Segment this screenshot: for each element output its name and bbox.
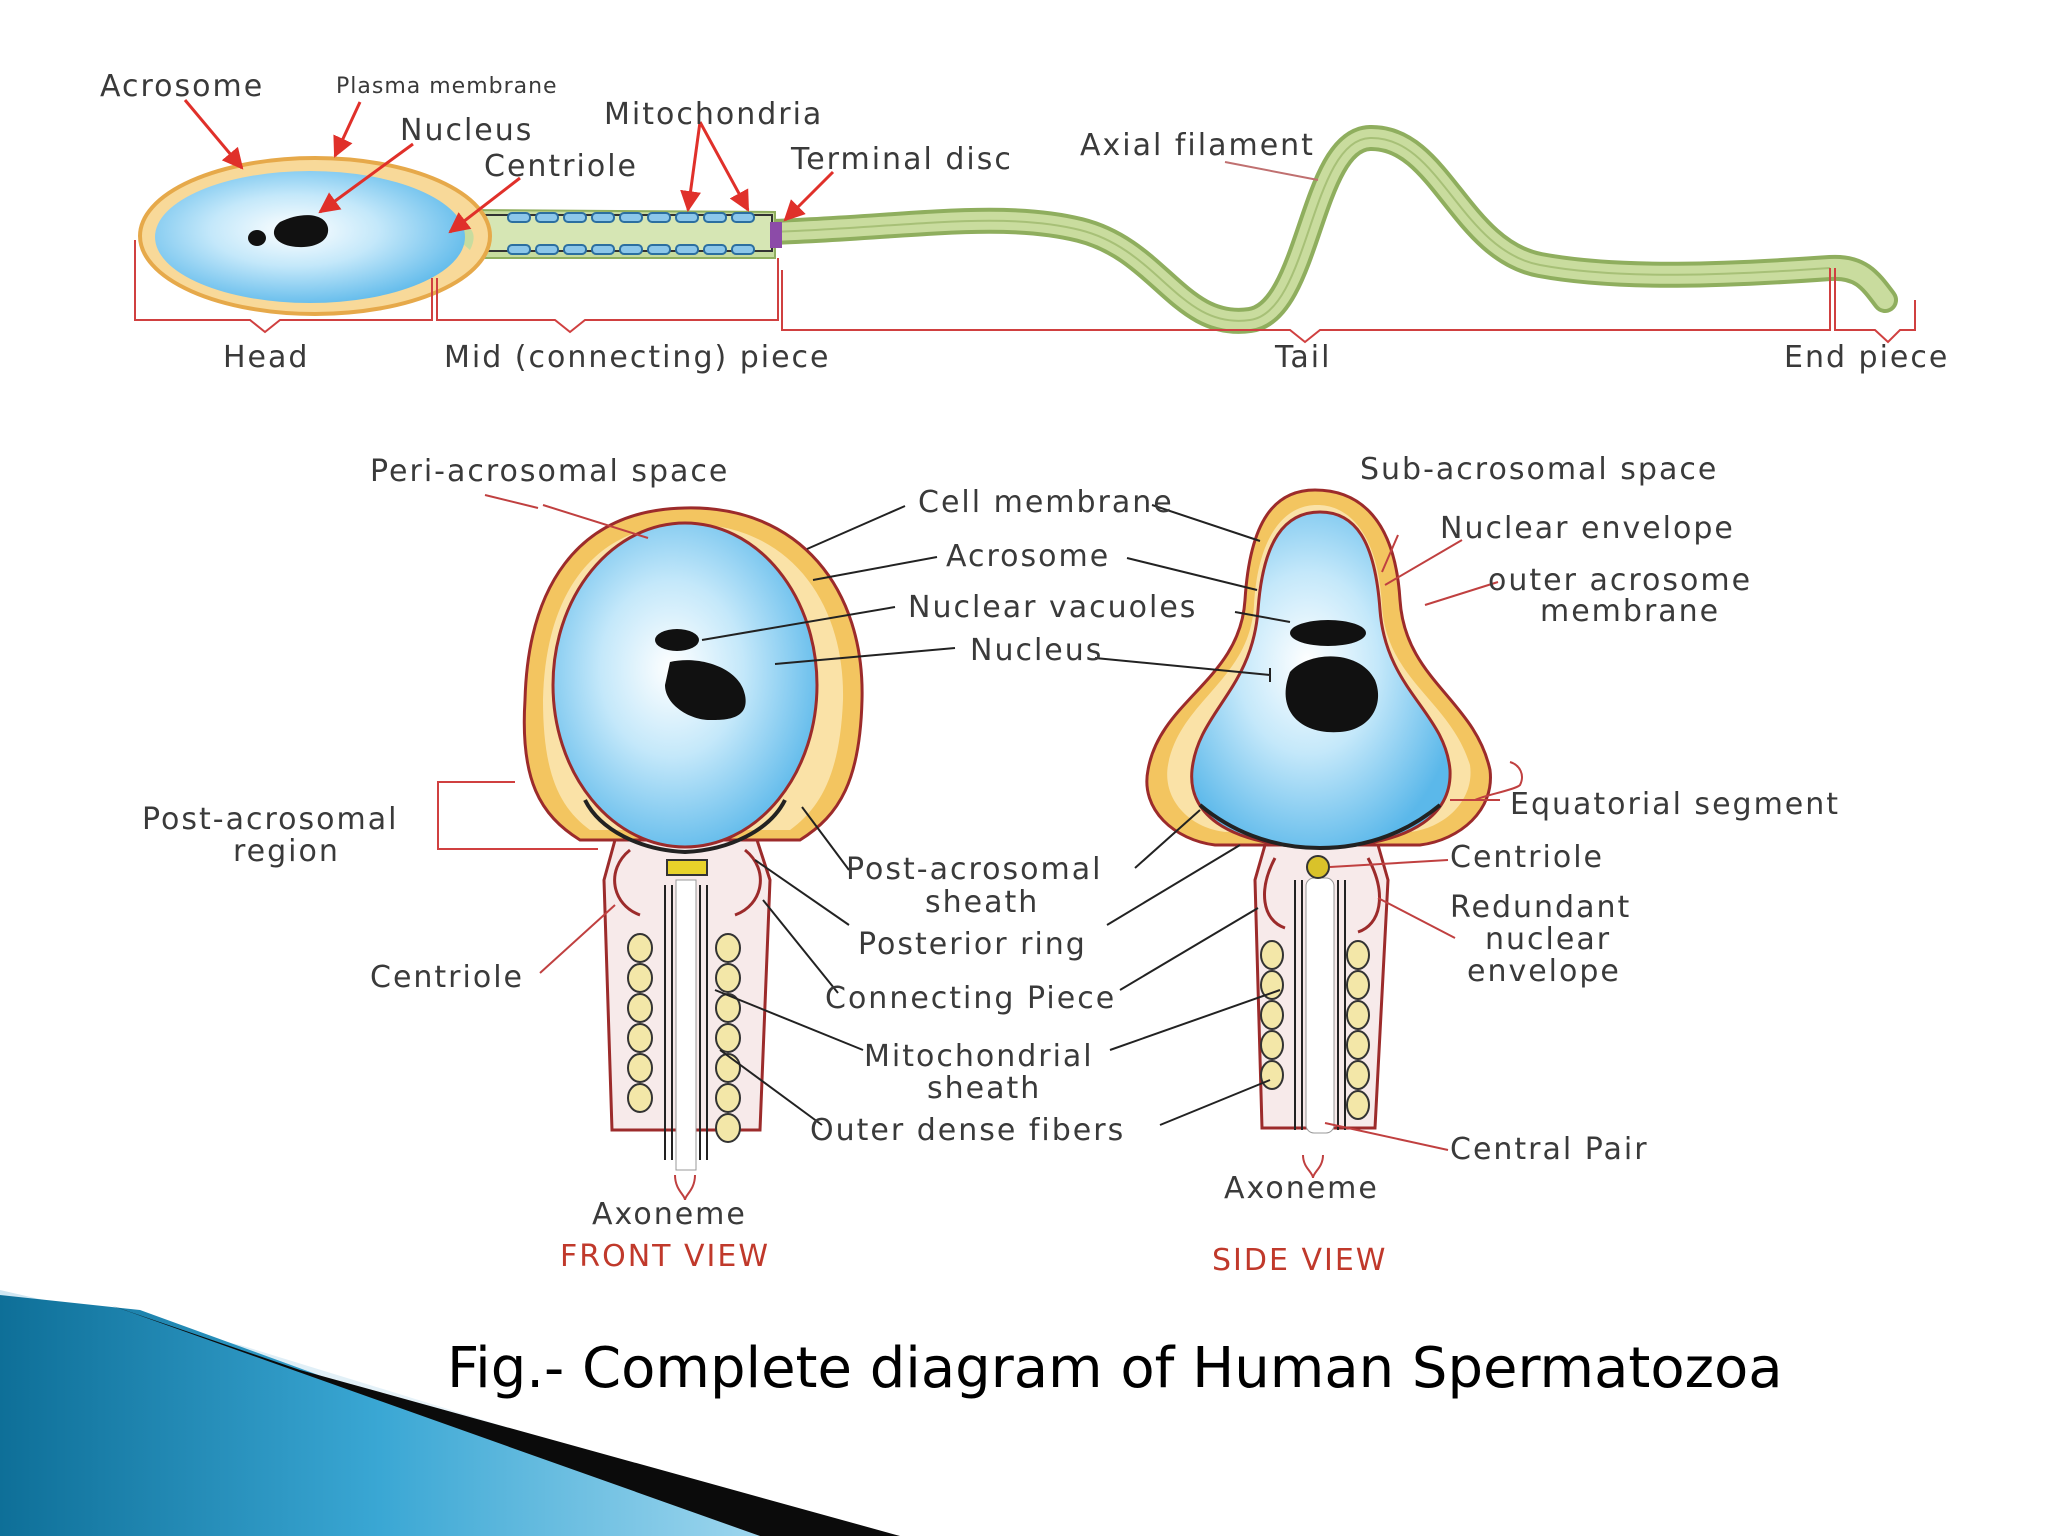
label-central-pair: Central Pair [1450, 1132, 1649, 1167]
side-mitochondria [1260, 940, 1370, 1120]
label-nucleus: Nucleus [400, 113, 534, 148]
label-mitochondrial-sheath-2: sheath [927, 1071, 1042, 1106]
tail-bracket [781, 268, 1831, 344]
label-acrosome-mid: Acrosome [946, 539, 1111, 574]
label-mitochondria: Mitochondria [604, 97, 824, 132]
label-front-view: FRONT VIEW [560, 1239, 771, 1274]
label-axial-filament: Axial filament [1080, 128, 1315, 163]
front-view [437, 494, 864, 1201]
label-post-acrosomal-sheath-1: Post-acrosomal [846, 852, 1103, 887]
label-peri-acrosomal-space: Peri-acrosomal space [370, 454, 730, 489]
label-redundant-2: nuclear [1485, 922, 1612, 957]
label-plasma-membrane: Plasma membrane [336, 74, 558, 99]
top-sperm [134, 99, 1916, 344]
label-post-acrosomal-region-1: Post-acrosomal [142, 802, 399, 837]
label-side-view: SIDE VIEW [1212, 1243, 1388, 1278]
label-front-axoneme: Axoneme [592, 1197, 747, 1232]
label-nuclear-vacuoles: Nuclear vacuoles [908, 590, 1198, 625]
label-outer-dense-fibers: Outer dense fibers [810, 1113, 1126, 1148]
side-view [1145, 488, 1523, 1179]
front-vacuole [655, 629, 699, 651]
head-chromatin [273, 215, 329, 248]
label-terminal-disc: Terminal disc [791, 142, 1013, 177]
terminal-disc-block [770, 222, 782, 248]
label-outer-acrosome-membrane-2: membrane [1540, 594, 1721, 629]
label-post-acrosomal-region-2: region [233, 834, 340, 869]
side-centriole [1306, 855, 1330, 879]
label-tail: Tail [1275, 340, 1332, 375]
label-acrosome: Acrosome [100, 69, 265, 104]
label-head: Head [223, 340, 310, 375]
label-side-centriole: Centriole [1450, 840, 1604, 875]
label-end-piece: End piece [1784, 340, 1950, 375]
mid-bracket [436, 258, 779, 334]
front-centriole [666, 859, 708, 876]
decorative-ribbon [0, 1290, 900, 1536]
label-side-axoneme: Axoneme [1224, 1171, 1379, 1206]
figure-caption: Fig.- Complete diagram of Human Spermato… [447, 1336, 1783, 1401]
label-outer-acrosome-membrane-1: outer acrosome [1488, 563, 1753, 598]
label-posterior-ring: Posterior ring [858, 927, 1087, 962]
label-sub-acrosomal-space: Sub-acrosomal space [1360, 452, 1719, 487]
side-vacuole [1290, 620, 1366, 646]
label-front-centriole: Centriole [370, 960, 524, 995]
head-bracket [134, 240, 433, 334]
label-centriole: Centriole [484, 149, 638, 184]
label-equatorial-segment: Equatorial segment [1510, 787, 1841, 822]
label-nuclear-envelope: Nuclear envelope [1440, 511, 1735, 546]
label-connecting-piece: Connecting Piece [825, 981, 1117, 1016]
label-redundant-3: envelope [1467, 954, 1621, 989]
front-axoneme-fibers [664, 885, 708, 1160]
label-mitochondrial-sheath-1: Mitochondrial [864, 1039, 1094, 1074]
mitochondria-beads [507, 212, 755, 255]
front-mitochondria [627, 933, 741, 1143]
end-piece-bracket [1834, 268, 1916, 344]
label-cell-membrane: Cell membrane [918, 485, 1174, 520]
leader-lines [701, 504, 1291, 1126]
label-post-acrosomal-sheath-2: sheath [925, 885, 1040, 920]
label-redundant-1: Redundant [1450, 890, 1632, 925]
label-nucleus-mid: Nucleus [970, 633, 1104, 668]
label-mid-piece: Mid (connecting) piece [444, 340, 831, 375]
